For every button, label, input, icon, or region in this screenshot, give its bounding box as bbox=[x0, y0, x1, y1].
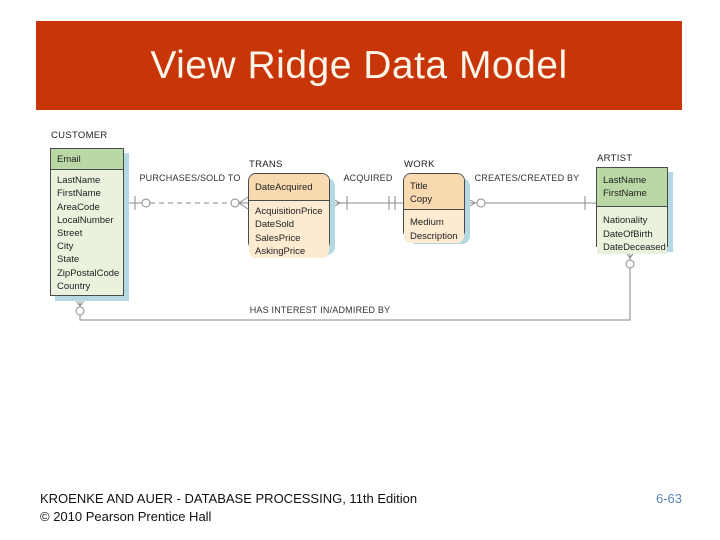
attribute: Description bbox=[410, 230, 458, 242]
entity-work-attrs: Medium Description bbox=[404, 210, 464, 243]
relationship-label-purchases-sold-to: PURCHASES/SOLD TO bbox=[139, 173, 241, 183]
footer-credits: KROENKE AND AUER - DATABASE PROCESSING, … bbox=[40, 490, 417, 525]
crowfoot-many-icon bbox=[238, 196, 249, 210]
attribute: LastName bbox=[57, 175, 101, 187]
entity-trans-attrs: AcquisitionPrice DateSold SalesPrice Ask… bbox=[249, 201, 329, 259]
attribute: AreaCode bbox=[57, 201, 100, 213]
attribute: City bbox=[57, 241, 74, 253]
attribute: DateOfBirth bbox=[603, 228, 653, 240]
relationship-label-acquired: ACQUIRED bbox=[343, 173, 393, 183]
key-attribute: Title bbox=[410, 181, 428, 192]
title-bar: View Ridge Data Model bbox=[36, 21, 682, 110]
key-attribute: LastName bbox=[603, 175, 647, 186]
optional-circle-icon bbox=[75, 306, 85, 316]
entity-trans-box: DateAcquired AcquisitionPrice DateSold S… bbox=[248, 173, 330, 259]
attribute: Street bbox=[57, 228, 83, 240]
crowfoot-many-icon bbox=[464, 196, 476, 210]
crowfoot-many-icon bbox=[329, 196, 341, 210]
relationship-label-creates-created-by: CREATES/CREATED BY bbox=[474, 173, 580, 183]
optional-circle-icon bbox=[141, 198, 151, 208]
attribute: FirstName bbox=[57, 188, 101, 200]
entity-trans: TRANS DateAcquired AcquisitionPrice Date… bbox=[248, 159, 330, 259]
attribute: AcquisitionPrice bbox=[255, 206, 323, 218]
attribute: Medium bbox=[410, 217, 444, 229]
one-and-only-one-bars-icon bbox=[388, 196, 396, 210]
page-number: 6-63 bbox=[655, 491, 682, 506]
entity-customer-attrs: LastName FirstName AreaCode LocalNumber … bbox=[51, 170, 123, 295]
entity-trans-name: TRANS bbox=[249, 159, 283, 170]
entity-artist-attrs: Nationality DateOfBirth DateDeceased bbox=[597, 207, 667, 255]
optional-circle-icon bbox=[230, 198, 240, 208]
attribute: DateDeceased bbox=[603, 241, 666, 253]
page-title: View Ridge Data Model bbox=[150, 43, 568, 87]
attribute: AskingPrice bbox=[255, 245, 306, 257]
attribute: Nationality bbox=[603, 215, 648, 227]
entity-work-name: WORK bbox=[404, 159, 435, 170]
attribute: Country bbox=[57, 280, 91, 292]
entity-artist-name: ARTIST bbox=[597, 153, 633, 164]
entity-customer-keys: Email bbox=[51, 149, 123, 171]
attribute: LocalNumber bbox=[57, 214, 114, 226]
optional-circle-icon bbox=[476, 198, 486, 208]
key-attribute: Copy bbox=[410, 194, 433, 206]
connector-acquired bbox=[329, 196, 403, 210]
entity-work-keys: Title Copy bbox=[404, 174, 464, 211]
connector-purchases-sold-to bbox=[124, 196, 249, 210]
crowfoot-many-icon bbox=[72, 295, 88, 307]
key-attribute: FirstName bbox=[603, 188, 647, 200]
connector-creates-created-by bbox=[464, 196, 596, 210]
attribute: DateSold bbox=[255, 219, 295, 231]
attribute: SalesPrice bbox=[255, 232, 301, 244]
entity-customer-box: Email LastName FirstName AreaCode LocalN… bbox=[50, 148, 124, 296]
key-attribute: Email bbox=[57, 154, 81, 165]
entity-customer: CUSTOMER Email LastName FirstName AreaCo… bbox=[50, 130, 124, 296]
optional-circle-icon bbox=[625, 259, 635, 269]
entity-artist-keys: LastName FirstName bbox=[597, 168, 667, 208]
entity-customer-name: CUSTOMER bbox=[51, 130, 108, 141]
attribute: State bbox=[57, 254, 80, 266]
relationship-label-has-interest-in: HAS INTEREST IN/ADMIRED BY bbox=[249, 305, 391, 315]
entity-artist-box: LastName FirstName Nationality DateOfBir… bbox=[596, 167, 668, 255]
footer-line2: © 2010 Pearson Prentice Hall bbox=[40, 508, 212, 524]
attribute: ZipPostalCode bbox=[57, 267, 120, 279]
entity-work: WORK Title Copy Medium Description bbox=[403, 159, 465, 243]
entity-artist: ARTIST LastName FirstName Nationality Da… bbox=[596, 153, 668, 255]
key-attribute: DateAcquired bbox=[255, 182, 313, 193]
entity-trans-keys: DateAcquired bbox=[249, 174, 329, 202]
footer-line1: KROENKE AND AUER - DATABASE PROCESSING, … bbox=[40, 491, 418, 506]
entity-work-box: Title Copy Medium Description bbox=[403, 173, 465, 243]
